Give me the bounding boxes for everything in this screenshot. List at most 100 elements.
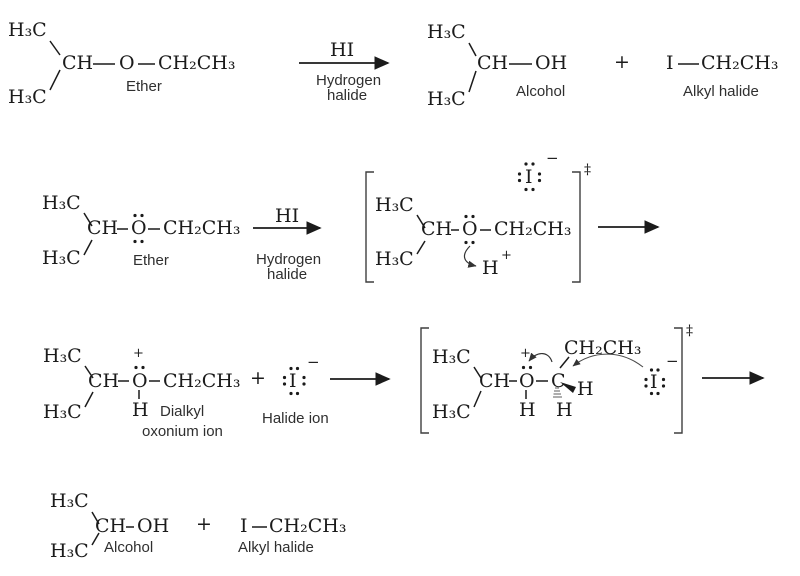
bond-diagonal bbox=[84, 365, 94, 379]
plus-sign: + bbox=[250, 367, 266, 389]
bond-diagonal bbox=[49, 69, 61, 91]
methine-group: CH bbox=[479, 370, 511, 392]
methyl-group: H₃C bbox=[375, 194, 414, 216]
lone-pair-dot bbox=[537, 178, 542, 183]
proton: H bbox=[482, 257, 499, 279]
bond-diagonal bbox=[473, 390, 482, 408]
bracket-left bbox=[420, 327, 429, 434]
carbon-atom: C bbox=[551, 370, 566, 392]
lone-pair-dot bbox=[140, 239, 144, 244]
methyl-group: H₃C bbox=[42, 247, 81, 269]
hydrogen-halide-label: Hydrogen bbox=[256, 251, 322, 268]
lone-pair-dot bbox=[295, 366, 300, 371]
ether-label: Ether bbox=[133, 252, 169, 269]
lone-pair-dot bbox=[656, 368, 660, 372]
ethyl-group: CH₂CH₃ bbox=[163, 217, 241, 239]
bond-diagonal bbox=[468, 70, 477, 93]
oxygen-atom: O bbox=[132, 370, 148, 392]
oxygen-atom: O bbox=[519, 370, 535, 392]
reagent-hi: HI bbox=[275, 205, 300, 227]
lone-pair-dot bbox=[289, 391, 293, 396]
ethyl-group: CH₂CH₃ bbox=[564, 337, 642, 359]
methine-group: CH bbox=[421, 218, 453, 240]
methine-group: CH bbox=[95, 515, 127, 537]
bond-diagonal bbox=[416, 240, 426, 255]
minus-charge: − bbox=[307, 353, 320, 371]
lone-pair-dot bbox=[649, 391, 654, 396]
bracket-right bbox=[674, 327, 683, 434]
hydrogen-atom: H bbox=[556, 399, 573, 421]
lone-pair-dot bbox=[661, 384, 666, 388]
hydrogen-atom: H bbox=[577, 378, 594, 400]
ethyl-group: CH₂CH₃ bbox=[269, 515, 347, 537]
bond-diagonal bbox=[473, 366, 482, 379]
lone-pair-dot bbox=[524, 187, 528, 192]
hydrogen-atom: H bbox=[132, 399, 149, 421]
reagent-hi: HI bbox=[330, 39, 355, 61]
ethyl-group: CH₂CH₃ bbox=[494, 218, 572, 240]
lone-pair-dot bbox=[302, 375, 306, 380]
lone-pair-dot bbox=[133, 213, 137, 218]
lone-pair-dot bbox=[517, 178, 522, 183]
methyl-group: H₃C bbox=[8, 86, 47, 108]
methyl-group: H₃C bbox=[427, 21, 466, 43]
methyl-group: H₃C bbox=[427, 88, 466, 110]
bracket-right bbox=[572, 171, 581, 283]
lone-pair-dot bbox=[528, 365, 533, 370]
bracket-left bbox=[365, 171, 374, 283]
lone-pair-dot bbox=[521, 365, 526, 370]
ethyl-group: CH₂CH₃ bbox=[701, 52, 779, 74]
curved-arrow-o-to-h bbox=[463, 245, 477, 268]
methine-group: CH bbox=[87, 217, 119, 239]
lone-pair-dot bbox=[464, 214, 468, 219]
iodide-ion: I bbox=[650, 371, 658, 393]
methyl-group: H₃C bbox=[432, 346, 471, 368]
bond-diagonal bbox=[468, 42, 477, 57]
lone-pair-dot bbox=[649, 368, 654, 372]
methyl-group: H₃C bbox=[50, 540, 89, 562]
plus-charge: + bbox=[133, 346, 144, 361]
hydroxyl-group: OH bbox=[137, 515, 170, 537]
lone-pair-dot bbox=[141, 365, 145, 370]
iodide-ion: I bbox=[289, 370, 297, 392]
plus-sign: + bbox=[614, 51, 630, 73]
alcohol-label: Alcohol bbox=[104, 539, 154, 556]
lone-pair-dot bbox=[134, 365, 138, 370]
lone-pair-dot bbox=[464, 240, 468, 245]
methyl-group: H₃C bbox=[43, 345, 82, 367]
ether-label: Ether bbox=[126, 78, 162, 95]
dialkyl-oxonium-label: oxonium ion bbox=[142, 423, 223, 440]
bond-diagonal bbox=[416, 214, 426, 229]
lone-pair-dot bbox=[302, 382, 306, 386]
minus-charge: − bbox=[546, 149, 559, 167]
lone-pair-dot bbox=[537, 172, 542, 176]
methyl-group: H₃C bbox=[50, 490, 89, 512]
lone-pair-dot bbox=[133, 239, 137, 244]
alkyl-halide-label: Alkyl halide bbox=[238, 539, 314, 556]
curved-arrow-iodide-to-c bbox=[572, 353, 644, 368]
transition-state-mark: ‡ bbox=[686, 323, 693, 339]
oxygen-atom: O bbox=[462, 218, 478, 240]
alkyl-halide-label: Alkyl halide bbox=[683, 83, 759, 100]
minus-charge: − bbox=[666, 352, 679, 370]
lone-pair-dot bbox=[644, 384, 648, 388]
alcohol-label: Alcohol bbox=[516, 83, 566, 100]
lone-pair-dot bbox=[471, 214, 475, 219]
plus-sign: + bbox=[196, 513, 212, 535]
bond-diagonal bbox=[91, 511, 100, 525]
plus-charge: + bbox=[520, 346, 531, 361]
ethyl-group: CH₂CH₃ bbox=[163, 370, 241, 392]
lone-pair-dot bbox=[517, 172, 522, 176]
hydrogen-halide-label: Hydrogen bbox=[316, 72, 382, 89]
bond-diagonal bbox=[83, 212, 93, 227]
curved-arrow-bond-to-o bbox=[528, 352, 553, 363]
transition-state-mark: ‡ bbox=[584, 162, 591, 178]
hydrogen-atom: H bbox=[519, 399, 536, 421]
ethyl-group: CH₂CH₃ bbox=[158, 52, 236, 74]
methyl-group: H₃C bbox=[8, 19, 47, 41]
lone-pair-dot bbox=[531, 187, 535, 192]
wedge-bond-c-h bbox=[560, 382, 576, 393]
iodine-atom: I bbox=[666, 52, 674, 74]
lone-pair-dot bbox=[282, 375, 287, 380]
